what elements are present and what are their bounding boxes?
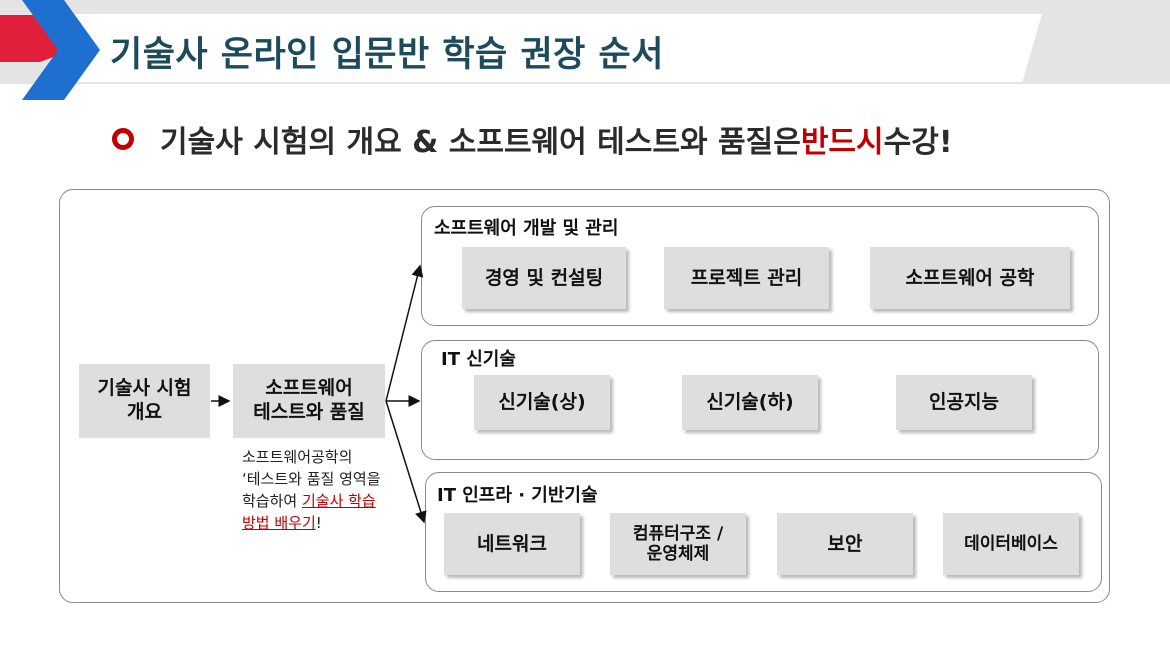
page-title: 기술사 온라인 입문반 학습 권장 순서 [110, 35, 664, 75]
course-computer-arch-os: 컴퓨터구조 /운영체제 [610, 513, 746, 575]
study-note: 소프트웨어공학의 ‘테스트와 품질 영역을 학습하여 기술사 학습 방법 배우기… [242, 448, 381, 532]
bullet-icon [112, 128, 134, 150]
group-title: 소프트웨어 개발 및 관리 [434, 218, 619, 239]
course-sw-engineering: 소프트웨어 공학 [870, 247, 1070, 309]
course-new-tech-1: 신기술(상) [474, 375, 610, 430]
diagram-frame [59, 189, 1110, 603]
course-ai: 인공지능 [896, 375, 1032, 430]
course-new-tech-2: 신기술(하) [682, 375, 818, 430]
arrow-to-group-3 [385, 400, 427, 524]
subtitle-end: 수강! [883, 125, 953, 160]
chevron-logo-icon [0, 0, 100, 100]
title-bar [62, 14, 1042, 82]
course-network: 네트워크 [444, 513, 580, 575]
course-database: 데이터베이스 [943, 513, 1079, 575]
subtitle-text: 기술사 시험의 개요 & 소프트웨어 테스트와 품질은 [160, 125, 801, 160]
subtitle: 기술사 시험의 개요 & 소프트웨어 테스트와 품질은 반드시 수강! [112, 117, 953, 161]
subtitle-emphasis: 반드시 [800, 125, 884, 160]
group-title: IT 인프라 · 기반기술 [437, 485, 598, 506]
group-title: IT 신기술 [441, 349, 516, 370]
arrow-to-group-1 [385, 264, 424, 402]
course-consulting: 경영 및 컨설팅 [462, 247, 626, 309]
course-security: 보안 [777, 513, 913, 575]
course-project-management: 프로젝트 관리 [664, 247, 829, 309]
